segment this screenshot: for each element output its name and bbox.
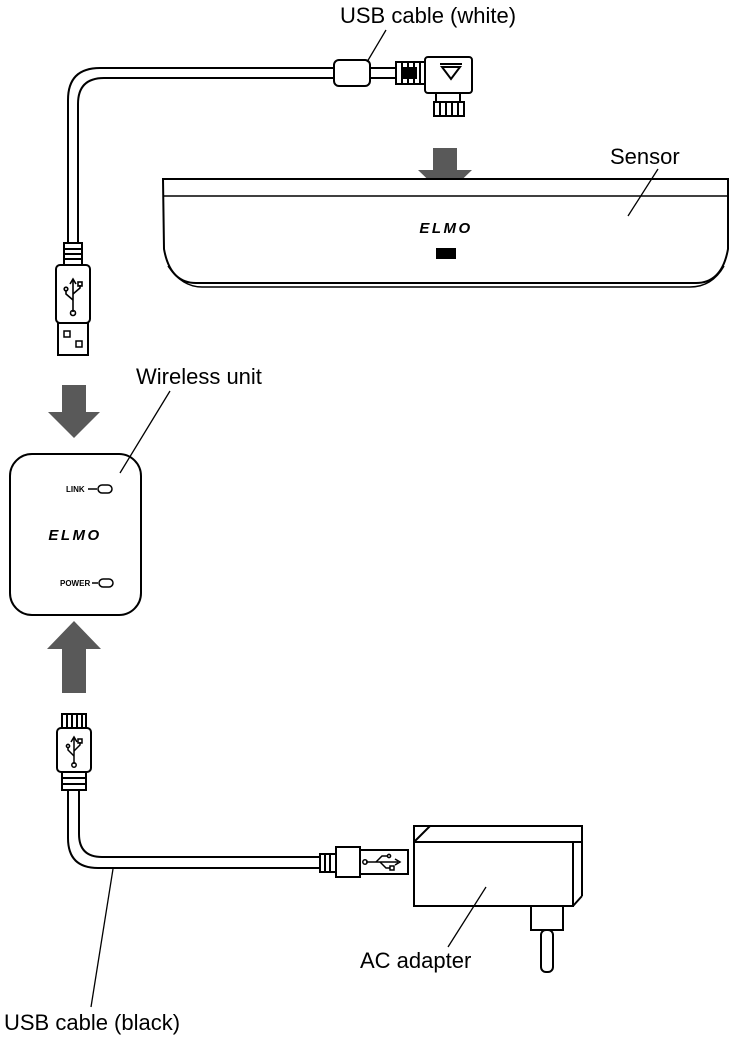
arrow-down-to-wireless-unit-icon [48, 385, 100, 438]
usb-cable-white [55, 56, 473, 356]
triangle-icon [440, 66, 462, 81]
link-led [97, 484, 113, 494]
arrow-down-to-sensor-icon [418, 148, 472, 196]
leader-lines [90, 29, 659, 1008]
usb-symbol-icon [63, 277, 83, 317]
wireless-unit-label: Wireless unit [136, 364, 262, 389]
ac-adapter-device [413, 825, 583, 973]
usb-symbol-small-icon [65, 735, 83, 768]
usb-cable-black [56, 713, 409, 878]
sensor-logo: ELMO [419, 220, 472, 237]
wireless-unit-device: LINK ELMO POWER [9, 453, 142, 616]
sensor-label: Sensor [610, 144, 680, 169]
usb-symbol-horizontal-icon [362, 853, 402, 871]
power-led [98, 578, 114, 588]
sensor-window [436, 248, 456, 259]
link-indicator-label: LINK [66, 485, 85, 494]
arrow-up-to-wireless-unit-icon [47, 621, 101, 693]
ac-adapter-label: AC adapter [360, 948, 472, 973]
sensor-device: ELMO [161, 178, 729, 288]
usb-cable-white-label: USB cable (white) [340, 3, 517, 28]
usb-cable-black-label: USB cable (black) [4, 1010, 181, 1035]
wireless-unit-logo: ELMO [48, 527, 101, 544]
power-indicator-label: POWER [60, 579, 90, 588]
